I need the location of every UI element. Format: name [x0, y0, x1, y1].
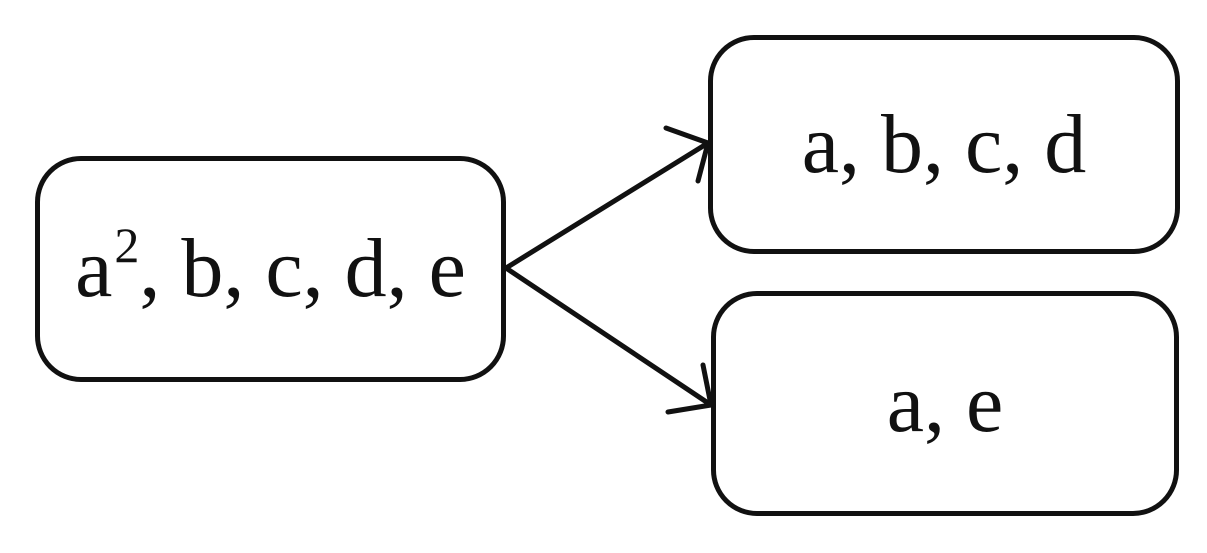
node-top-label: a, b, c, d	[801, 97, 1087, 191]
node-source-superscript: 2	[114, 217, 140, 273]
node-bottom: a, e	[711, 291, 1179, 516]
node-source-rest: , b, c, d, e	[139, 222, 466, 315]
edge-source-to-top	[503, 140, 711, 271]
node-source-label: a2, b, c, d, e	[75, 220, 466, 311]
node-source-base: a	[75, 222, 113, 315]
node-top: a, b, c, d	[708, 35, 1180, 254]
node-bottom-label: a, e	[886, 356, 1004, 450]
edge-source-to-bottom	[503, 265, 714, 408]
node-source: a2, b, c, d, e	[35, 156, 506, 382]
